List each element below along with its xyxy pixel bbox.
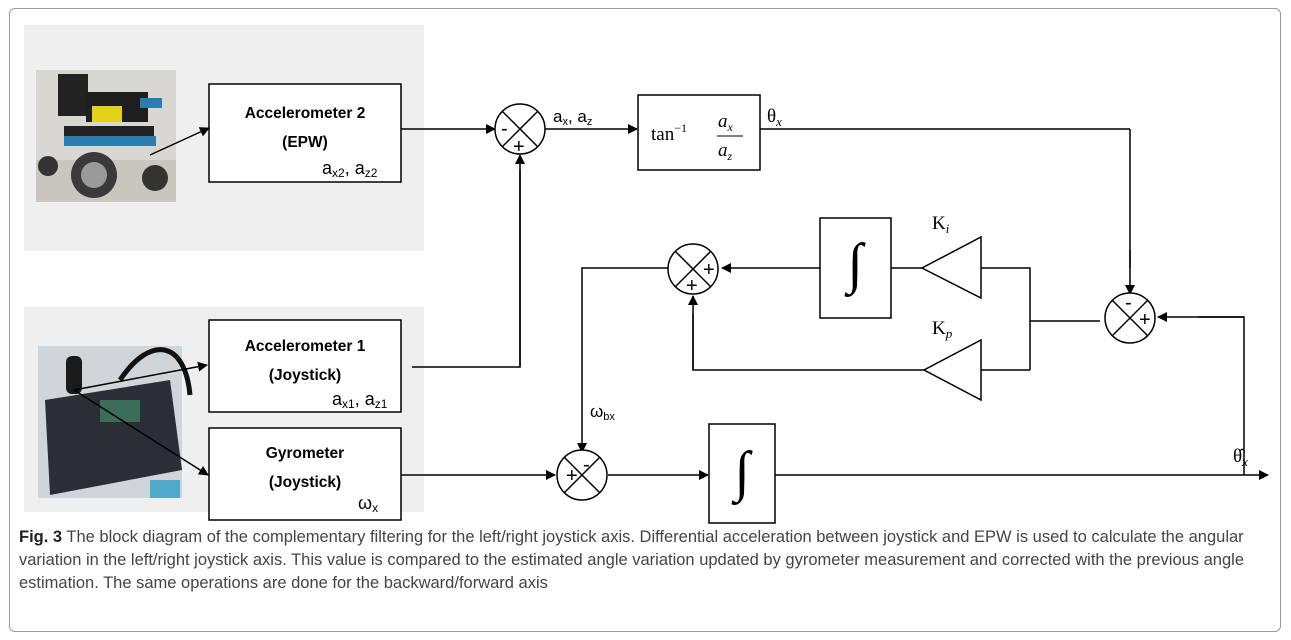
ki-gain-block (920, 235, 982, 300)
acc2-subtitle: (EPW) (282, 134, 328, 151)
acc1-subtitle: (Joystick) (269, 367, 341, 384)
integrator-ki-symbol: ∫ (844, 233, 866, 298)
kp-label: Kp (932, 318, 953, 341)
accelerometer-2-block (208, 83, 402, 183)
s2-plus-right-sign: + (703, 259, 715, 281)
integrator-ki-block (819, 217, 892, 319)
acc1-output-label: ax1, az1 (332, 389, 388, 411)
summer-acceleration-difference (494, 103, 546, 155)
s4-plus-sign: + (566, 465, 578, 487)
gyrometer-block (208, 427, 402, 521)
s3-plus-sign: + (1139, 309, 1151, 331)
acc2-output-label: ax2, az2 (322, 158, 378, 180)
arctan-numerator: ax (718, 111, 734, 134)
arctan-block (637, 94, 761, 171)
gyro-title: Gyrometer (266, 445, 344, 462)
s4-minus-sign: - (583, 454, 590, 476)
caption-label: Fig. 3 (19, 528, 63, 546)
s1-plus-sign: + (513, 136, 525, 158)
summer-pi-correction (667, 243, 719, 295)
caption-text: The block diagram of the complementary f… (19, 528, 1245, 592)
gyro-subtitle: (Joystick) (269, 474, 341, 491)
ki-label: Ki (932, 213, 950, 236)
s3-minus-sign: - (1125, 292, 1132, 314)
accelerometer-1-block (208, 319, 402, 413)
acc2-title: Accelerometer 2 (245, 105, 366, 122)
figure-frame (9, 8, 1281, 632)
joystick-photo (38, 346, 193, 498)
wheelchair-photo (36, 70, 176, 202)
figure-caption: Fig. 3 The block diagram of the compleme… (19, 526, 1274, 595)
acc1-title: Accelerometer 1 (245, 338, 366, 355)
arctan-func: tan−1 (651, 121, 687, 145)
s2-plus-bottom-sign: + (686, 275, 698, 297)
axaz-signal-label: ax, az (553, 107, 592, 128)
summer-angle-error (1104, 292, 1156, 344)
theta-signal-label: θx (767, 106, 782, 129)
theta-hat-output-label: θ̂x (1233, 446, 1248, 469)
integrator-main-symbol: ∫ (731, 441, 753, 506)
kp-gain-block (922, 338, 982, 402)
arctan-denominator: az (718, 140, 733, 163)
wbx-signal-label: ωbx (590, 402, 615, 423)
gyro-output-label: ωx (358, 493, 378, 515)
summer-gyro-bias (556, 449, 608, 501)
s1-minus-sign: - (501, 118, 508, 140)
integrator-main-block (708, 423, 776, 524)
